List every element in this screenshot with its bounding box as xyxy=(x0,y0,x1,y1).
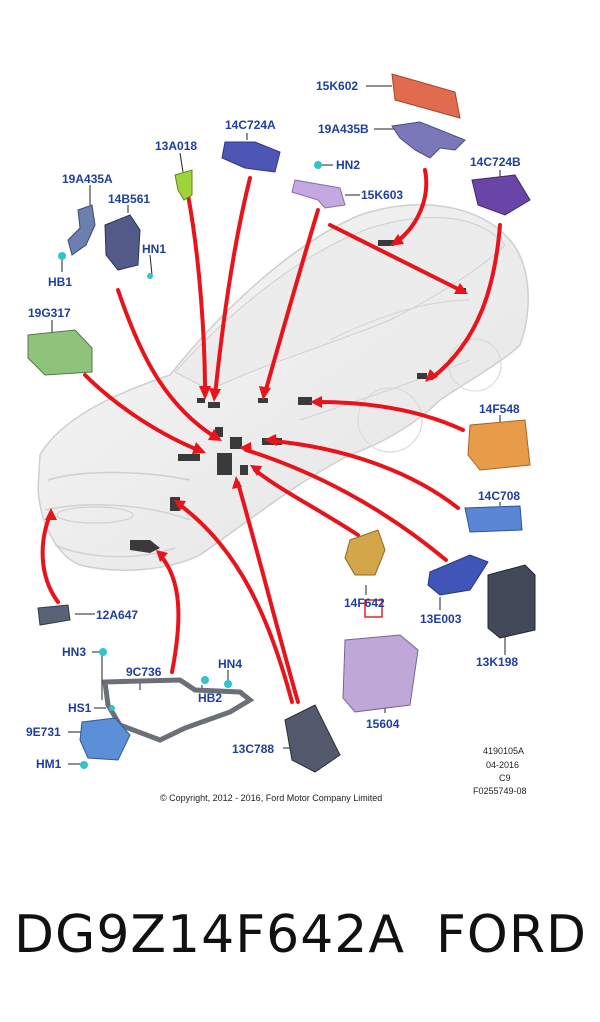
label-13E003: 13E003 xyxy=(420,612,462,626)
part-13A018 xyxy=(174,169,193,201)
part-14F548 xyxy=(467,419,531,471)
arrow-15604 xyxy=(236,481,300,704)
label-13K198: 13K198 xyxy=(476,655,519,669)
arrow-13A018 xyxy=(186,193,207,394)
label-HS1: HS1 xyxy=(68,701,92,715)
arrow-15K603-b xyxy=(328,223,462,292)
brand-caption: FORD xyxy=(436,905,588,965)
label-HB2: HB2 xyxy=(198,691,223,705)
reference-revision: C9 xyxy=(499,773,511,783)
label-HN3: HN3 xyxy=(62,645,87,659)
label-14B561: 14B561 xyxy=(108,192,151,206)
pointer-arrows xyxy=(40,168,502,704)
part-14F642 xyxy=(344,529,386,576)
part-9C736 xyxy=(102,677,255,743)
part-9E731 xyxy=(79,717,131,761)
label-HN4: HN4 xyxy=(218,657,243,671)
arrow-15K603 xyxy=(263,208,320,395)
arrow-14C724A xyxy=(213,176,252,397)
fasteners xyxy=(80,648,232,769)
part-14B561 xyxy=(104,214,153,279)
part-15K602 xyxy=(391,73,461,119)
part-19A435A xyxy=(58,204,96,260)
arrowheads xyxy=(45,234,468,562)
label-19A435A: 19A435A xyxy=(62,172,113,186)
label-14F548: 14F548 xyxy=(479,402,520,416)
arrow-14B561 xyxy=(116,288,217,439)
label-13C788: 13C788 xyxy=(232,742,275,756)
arrow-9C736 xyxy=(158,553,181,674)
label-12A647: 12A647 xyxy=(96,608,139,622)
highlight-box-14F642 xyxy=(364,599,383,618)
part-15K603 xyxy=(291,161,346,209)
part-13K198 xyxy=(487,564,536,639)
reference-date: 04-2016 xyxy=(486,760,520,770)
part-14C708 xyxy=(464,505,523,533)
arrow-13C788 xyxy=(178,503,294,704)
label-15K602: 15K602 xyxy=(316,79,359,93)
label-13A018: 13A018 xyxy=(155,139,198,153)
copyright-notice: © Copyright, 2012 - 2016, Ford Motor Com… xyxy=(160,793,383,803)
arrow-14C724B xyxy=(430,223,502,380)
part-15604 xyxy=(342,634,419,713)
label-HN2: HN2 xyxy=(336,158,361,172)
label-9C736: 9C736 xyxy=(126,665,162,679)
arrow-14F548 xyxy=(316,400,465,432)
part-19G317 xyxy=(27,329,93,376)
part-14C724A xyxy=(221,141,281,173)
arrow-19G317 xyxy=(83,373,200,452)
arrow-14F642 xyxy=(253,468,360,537)
label-19A435B: 19A435B xyxy=(318,122,369,136)
part-19A435B xyxy=(391,121,466,159)
label-15K603: 15K603 xyxy=(361,188,404,202)
label-14C708: 14C708 xyxy=(478,489,521,503)
label-14C724B: 14C724B xyxy=(470,155,521,169)
arrow-13E003 xyxy=(244,448,448,562)
vehicle-silhouette xyxy=(37,204,529,571)
arrow-12A647 xyxy=(40,513,60,604)
label-HB1: HB1 xyxy=(48,275,73,289)
label-14F642: 14F642 xyxy=(344,596,385,610)
label-HN1: HN1 xyxy=(142,242,167,256)
reference-number: 4190105A xyxy=(483,746,525,756)
arrow-14C708 xyxy=(270,439,460,510)
part-14C724B xyxy=(471,174,531,216)
vehicle-module-markers xyxy=(130,240,466,553)
part-13C788 xyxy=(284,704,341,773)
label-9E731: 9E731 xyxy=(26,725,61,739)
reference-code: F0255749-08 xyxy=(473,786,527,796)
arrow-19A435B xyxy=(393,168,429,245)
label-14C724A: 14C724A xyxy=(225,118,276,132)
label-15604: 15604 xyxy=(366,717,400,731)
part-number-caption: DG9Z14F642A xyxy=(14,905,405,965)
part-12A647 xyxy=(37,604,71,626)
label-19G317: 19G317 xyxy=(28,306,71,320)
part-13E003 xyxy=(427,554,489,596)
label-HM1: HM1 xyxy=(36,757,62,771)
